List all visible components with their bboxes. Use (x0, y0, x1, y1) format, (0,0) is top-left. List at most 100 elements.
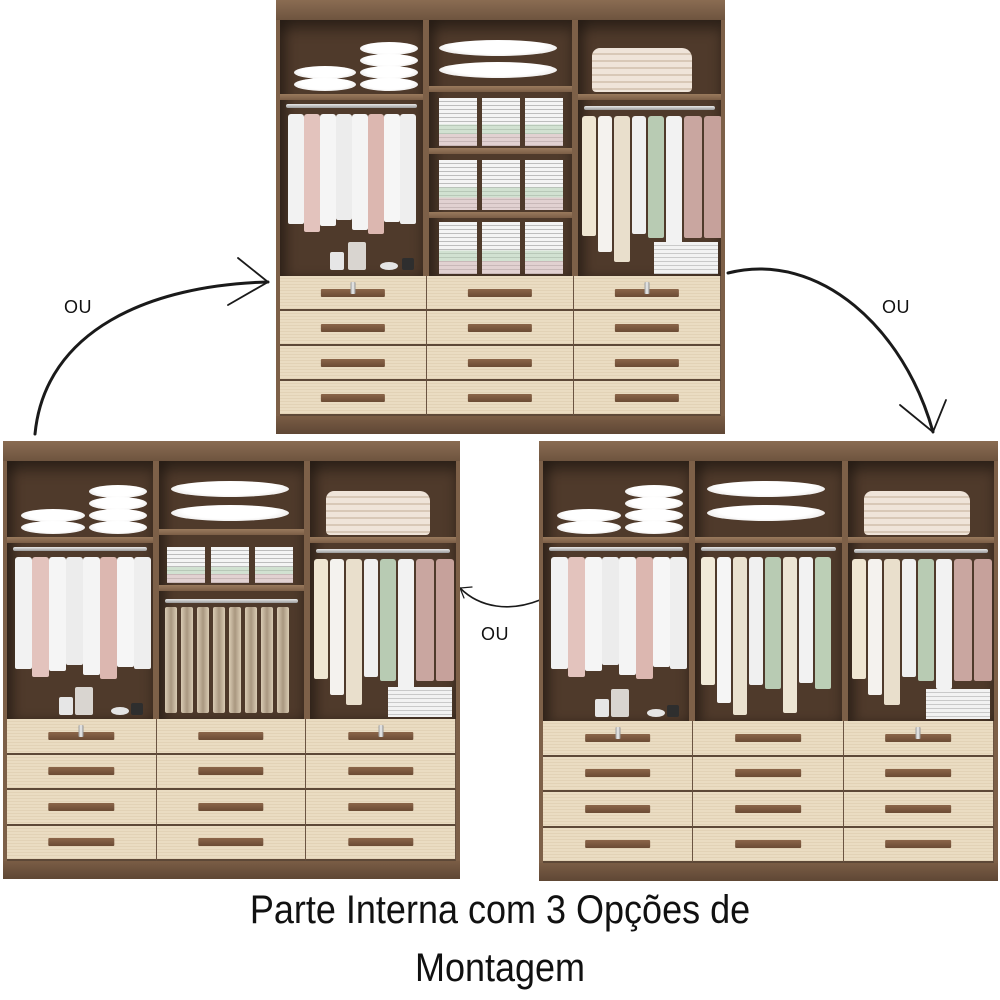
pillow (360, 54, 418, 67)
drawer-handle[interactable] (614, 393, 680, 402)
drawer[interactable] (280, 276, 427, 311)
drawer[interactable] (427, 381, 574, 416)
drawer[interactable] (543, 721, 694, 757)
drawer-handle[interactable] (320, 323, 386, 332)
accessory-jar (667, 705, 679, 717)
drawer[interactable] (574, 346, 721, 381)
drawer[interactable] (306, 790, 456, 826)
shirt (380, 559, 397, 681)
drawer-handle[interactable] (885, 804, 952, 813)
drawer-handle[interactable] (198, 802, 264, 811)
shirt (585, 557, 602, 671)
drawer-handle[interactable] (885, 840, 952, 849)
drawer-handle[interactable] (735, 840, 801, 849)
drawer-handle[interactable] (735, 804, 801, 813)
drawer-handle[interactable] (467, 288, 533, 297)
drawer[interactable] (156, 790, 307, 826)
shelf (429, 86, 572, 92)
hanging-rod (316, 549, 451, 553)
drawer-handle[interactable] (584, 804, 651, 813)
drawer[interactable] (574, 381, 721, 416)
drawer-handle[interactable] (347, 802, 414, 811)
lock-icon (350, 281, 356, 294)
drawer[interactable] (574, 311, 721, 346)
drawer[interactable] (7, 754, 157, 790)
drawer[interactable] (543, 827, 694, 863)
drawer-handle[interactable] (885, 769, 952, 778)
pillow (89, 509, 147, 522)
shirt (288, 114, 304, 224)
drawer[interactable] (156, 719, 307, 755)
drawer[interactable] (280, 381, 427, 416)
folded-clothes-stack (439, 98, 477, 146)
drawer[interactable] (543, 792, 694, 828)
drawer-handle[interactable] (584, 840, 651, 849)
drawer-handle[interactable] (198, 838, 264, 847)
drawer[interactable] (843, 827, 994, 863)
shirt (32, 557, 49, 677)
wardrobe-top (276, 0, 725, 434)
drawer[interactable] (843, 792, 994, 828)
drawer-handle[interactable] (467, 393, 533, 402)
drawer-handle[interactable] (347, 767, 414, 776)
drawer[interactable] (427, 276, 574, 311)
drawer[interactable] (7, 825, 157, 861)
shirt (653, 557, 670, 667)
drawer[interactable] (693, 721, 844, 757)
drawer[interactable] (7, 719, 157, 755)
caption-line-2: Montagem (414, 946, 586, 990)
drawer-handle[interactable] (48, 767, 115, 776)
shirt (568, 557, 585, 677)
drawer-handle[interactable] (320, 358, 386, 367)
dress (717, 557, 732, 703)
drawer-handle[interactable] (614, 323, 680, 332)
drawer[interactable] (306, 754, 456, 790)
hanging-rod (584, 106, 715, 110)
drawer[interactable] (427, 346, 574, 381)
drawer[interactable] (843, 721, 994, 757)
folded-clothes-stack (525, 98, 563, 146)
drawer[interactable] (427, 311, 574, 346)
drawer[interactable] (693, 827, 844, 863)
drawer-handle[interactable] (467, 358, 533, 367)
drawer[interactable] (280, 346, 427, 381)
shirt (117, 557, 134, 667)
drawer[interactable] (306, 825, 456, 861)
drawer-handle[interactable] (320, 393, 386, 402)
drawer-block (280, 276, 721, 416)
shirt (815, 557, 832, 689)
drawer[interactable] (280, 311, 427, 346)
shirt (666, 116, 682, 246)
blouse (901, 559, 916, 677)
shirt (602, 557, 619, 665)
drawer[interactable] (7, 790, 157, 826)
drawer[interactable] (156, 825, 307, 861)
pillow (170, 481, 289, 497)
drawer-handle[interactable] (584, 769, 651, 778)
drawer-handle[interactable] (347, 838, 414, 847)
drawer-handle[interactable] (198, 767, 264, 776)
drawer-handle[interactable] (614, 358, 680, 367)
drawer-handle[interactable] (735, 733, 801, 742)
folded-clothes-stack (439, 160, 477, 210)
drawer[interactable] (574, 276, 721, 311)
drawer[interactable] (306, 719, 456, 755)
pillow (360, 78, 418, 91)
shirt (619, 557, 636, 675)
drawer-handle[interactable] (735, 769, 801, 778)
drawer-handle[interactable] (467, 323, 533, 332)
dress (598, 116, 612, 252)
drawer[interactable] (156, 754, 307, 790)
drawer[interactable] (693, 792, 844, 828)
drawer[interactable] (843, 756, 994, 792)
folded-blanket (592, 48, 692, 92)
drawer-handle[interactable] (48, 838, 115, 847)
shirt (436, 559, 455, 681)
drawer-handle[interactable] (198, 731, 264, 740)
column-left (543, 461, 690, 721)
drawer[interactable] (543, 756, 694, 792)
drawer-handle[interactable] (48, 802, 115, 811)
drawer[interactable] (693, 756, 844, 792)
trousers (212, 607, 225, 713)
arrowhead-icon (227, 257, 270, 306)
